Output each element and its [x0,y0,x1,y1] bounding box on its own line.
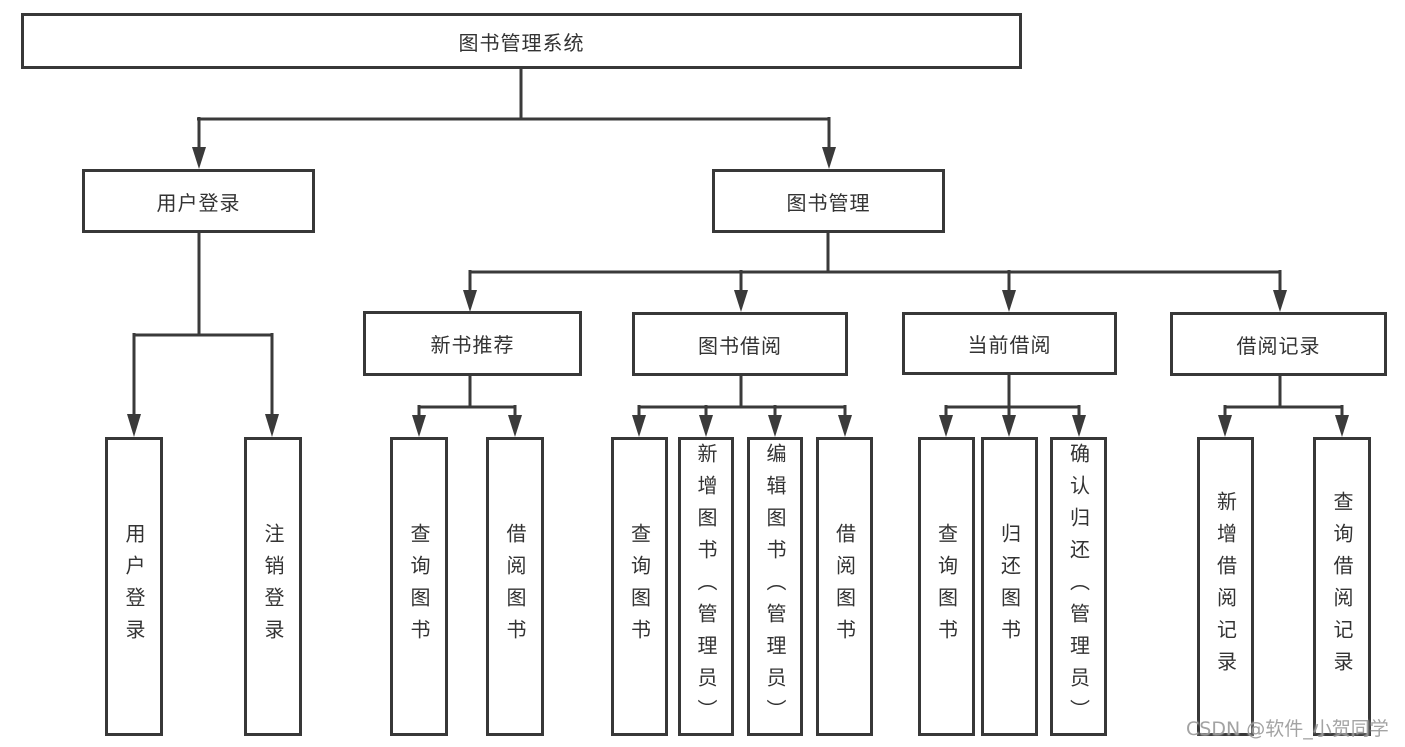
leaf-borrow-books-recommend: 借阅图书 [486,437,544,736]
leaf-label: 注销登录 [261,522,285,651]
leaf-label: 查询借阅记录 [1330,490,1354,683]
leaf-confirm-return-admin: 确认归还（管理员） [1050,437,1107,736]
leaf-query-books-borrow: 查询图书 [611,437,668,736]
leaf-label: 编辑图书（管理员） [763,442,787,731]
leaf-return-books: 归还图书 [981,437,1038,736]
leaf-logout: 注销登录 [244,437,302,736]
leaf-user-login: 用户登录 [105,437,163,736]
leaf-borrow-books: 借阅图书 [816,437,873,736]
leaf-label: 新增图书（管理员） [694,442,718,731]
node-label: 借阅记录 [1236,333,1321,358]
node-label: 图书管理 [786,190,871,215]
leaf-label: 新增借阅记录 [1213,490,1238,683]
node-label: 图书借阅 [698,333,782,358]
leaf-label: 查询图书 [407,522,431,651]
leaf-query-borrow-record: 查询借阅记录 [1313,437,1371,736]
leaf-query-books-recommend: 查询图书 [390,437,448,736]
leaf-query-books-current: 查询图书 [918,437,975,736]
node-new-book-recommend: 新书推荐 [363,311,582,376]
node-book-management: 图书管理 [712,169,945,233]
node-book-borrow: 图书借阅 [632,312,848,376]
csdn-watermark: CSDN @软件_小贺同学 [1186,718,1389,740]
leaf-add-books-admin: 新增图书（管理员） [678,437,734,736]
leaf-label: 借阅图书 [832,522,857,651]
leaf-edit-books-admin: 编辑图书（管理员） [747,437,803,736]
node-label: 用户登录 [156,190,241,215]
leaf-label: 用户登录 [122,522,146,651]
leaf-label: 确认归还（管理员） [1066,442,1091,731]
node-library-management-system: 图书管理系统 [21,13,1022,69]
node-label: 当前借阅 [967,333,1052,357]
node-user-login: 用户登录 [82,169,315,233]
node-label: 新书推荐 [430,333,515,357]
leaf-label: 查询图书 [627,522,652,651]
leaf-label: 查询图书 [934,522,959,651]
leaf-label: 借阅图书 [503,522,527,651]
leaf-label: 归还图书 [997,522,1022,651]
node-current-borrow: 当前借阅 [902,312,1117,375]
leaf-add-borrow-record: 新增借阅记录 [1197,437,1254,736]
node-borrow-records: 借阅记录 [1170,312,1387,376]
node-label: 图书管理系统 [458,30,585,55]
